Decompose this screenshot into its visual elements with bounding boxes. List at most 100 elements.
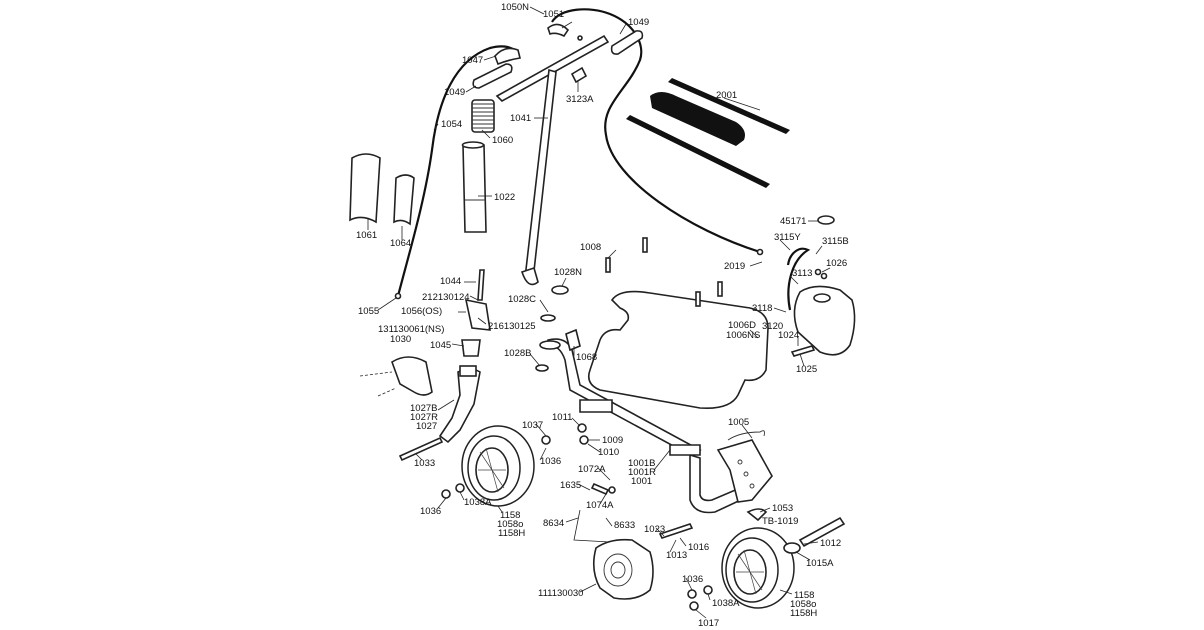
label-1049-left: 1049: [444, 87, 465, 98]
clamp-3123A: [570, 66, 588, 84]
rear-wheel-1158: [721, 527, 795, 609]
label-1023: 1023: [644, 524, 665, 535]
label-1158-front: 1158: [500, 510, 520, 521]
brake-cable: [394, 8, 764, 300]
label-1036-rear: 1036: [682, 574, 703, 585]
label-1001R: 1001R: [628, 467, 656, 478]
sleeve-1061: [349, 153, 381, 224]
label-1025: 1025: [796, 364, 817, 375]
label-1060: 1060: [492, 135, 513, 146]
label-1072A: 1072A: [578, 464, 606, 475]
label-216130125: 216130125: [488, 321, 536, 332]
label-8634: 8634: [543, 518, 564, 529]
label-1016: 1016: [688, 542, 709, 553]
brake-lever: [494, 47, 521, 66]
label-1006NS: 1006NS: [726, 330, 760, 341]
bracket-1068: [565, 328, 581, 352]
label-1033: 1033: [414, 458, 435, 469]
label-1006D: 1006D: [728, 320, 756, 331]
label-1005: 1005: [728, 417, 749, 428]
label-45171: 45171: [780, 216, 806, 227]
label-1030: 1030: [390, 334, 411, 345]
stem-1022: [461, 141, 487, 233]
label-1074A: 1074A: [586, 500, 614, 511]
label-1009: 1009: [602, 435, 623, 446]
label-212130124: 212130124: [422, 292, 470, 303]
frame-1001: [539, 338, 747, 514]
front-wheel-1158: [461, 425, 535, 507]
grip-right: [610, 30, 644, 55]
label-3120: 3120: [762, 321, 783, 332]
label-3115Y: 3115Y: [774, 232, 801, 243]
grip-left: [472, 63, 513, 89]
label-1022: 1022: [494, 192, 515, 203]
part-labels: 1050N 1051 1049 1047 1049 3123A 2001 105…: [356, 2, 849, 629]
fork-1027: [438, 365, 481, 444]
label-1038A-front: 1038A: [464, 497, 492, 508]
bolt-1033: [398, 436, 444, 462]
label-1024: 1024: [778, 330, 799, 341]
label-1036-lower: 1036: [420, 506, 441, 517]
label-1049-right: 1049: [628, 17, 649, 28]
label-1041: 1041: [510, 113, 531, 124]
label-1001B: 1001B: [628, 458, 655, 469]
label-1055: 1055: [358, 306, 379, 317]
label-1051: 1051: [543, 9, 564, 20]
label-1058o-rear: 1058o: [790, 599, 816, 610]
label-1037: 1037: [522, 420, 543, 431]
label-1015A: 1015A: [806, 558, 834, 569]
handlebar-assembly: [472, 23, 644, 286]
label-1068: 1068: [576, 352, 597, 363]
label-1008: 1008: [580, 242, 601, 253]
decal-2001: [626, 78, 790, 188]
label-3118: 3118: [752, 303, 772, 314]
engine-111130030: [592, 538, 654, 600]
label-1064: 1064: [390, 238, 411, 249]
label-1054: 1054: [441, 119, 462, 130]
label-1038A-rear: 1038A: [712, 598, 740, 609]
label-1001: 1001: [631, 476, 652, 487]
pivot-212130124: [464, 298, 491, 331]
fuel-line: [786, 247, 811, 311]
label-1027R: 1027R: [410, 412, 438, 423]
label-1026: 1026: [826, 258, 847, 269]
label-3123A: 3123A: [566, 94, 594, 105]
fuel-tank-3113: [793, 215, 856, 356]
leader-lines: [367, 6, 831, 619]
brake-arm-1012: [783, 516, 846, 554]
label-131130061NS: 131130061(NS): [378, 324, 444, 335]
label-1056OS: 1056(OS): [401, 306, 442, 317]
spring-1060: [471, 99, 495, 133]
label-1058o-front: 1058o: [497, 519, 523, 530]
label-1027: 1027: [416, 421, 437, 432]
label-1045: 1045: [430, 340, 451, 351]
label-1011: 1011: [552, 412, 572, 423]
label-1028C: 1028C: [508, 294, 536, 305]
label-1044: 1044: [440, 276, 461, 287]
label-1158-rear: 1158: [794, 590, 814, 601]
label-3115B: 3115B: [822, 236, 849, 247]
label-1053: 1053: [772, 503, 793, 514]
label-1047: 1047: [462, 55, 483, 66]
label-1028B: 1028B: [504, 348, 531, 359]
label-2001: 2001: [716, 90, 737, 101]
label-1010: 1010: [598, 447, 619, 458]
label-1012: 1012: [820, 538, 841, 549]
label-1036-front: 1036: [540, 456, 561, 467]
rear-bracket-1005: [716, 430, 773, 503]
bolt-1044: [477, 269, 485, 301]
label-1635: 1635: [560, 480, 581, 491]
label-8633: 8633: [614, 520, 635, 531]
label-TB-1019: TB-1019: [762, 516, 798, 527]
label-1158H-rear: 1158H: [790, 608, 817, 619]
label-1017: 1017: [698, 618, 719, 629]
label-1027B: 1027B: [410, 403, 437, 414]
label-2019: 2019: [724, 261, 745, 272]
bracket-1030: [391, 356, 433, 396]
throttle-lever: [547, 23, 583, 41]
label-1028N: 1028N: [554, 267, 582, 278]
deck-1006: [587, 290, 769, 410]
bearing-1028: [535, 285, 569, 372]
label-1158H-front: 1158H: [498, 528, 525, 539]
